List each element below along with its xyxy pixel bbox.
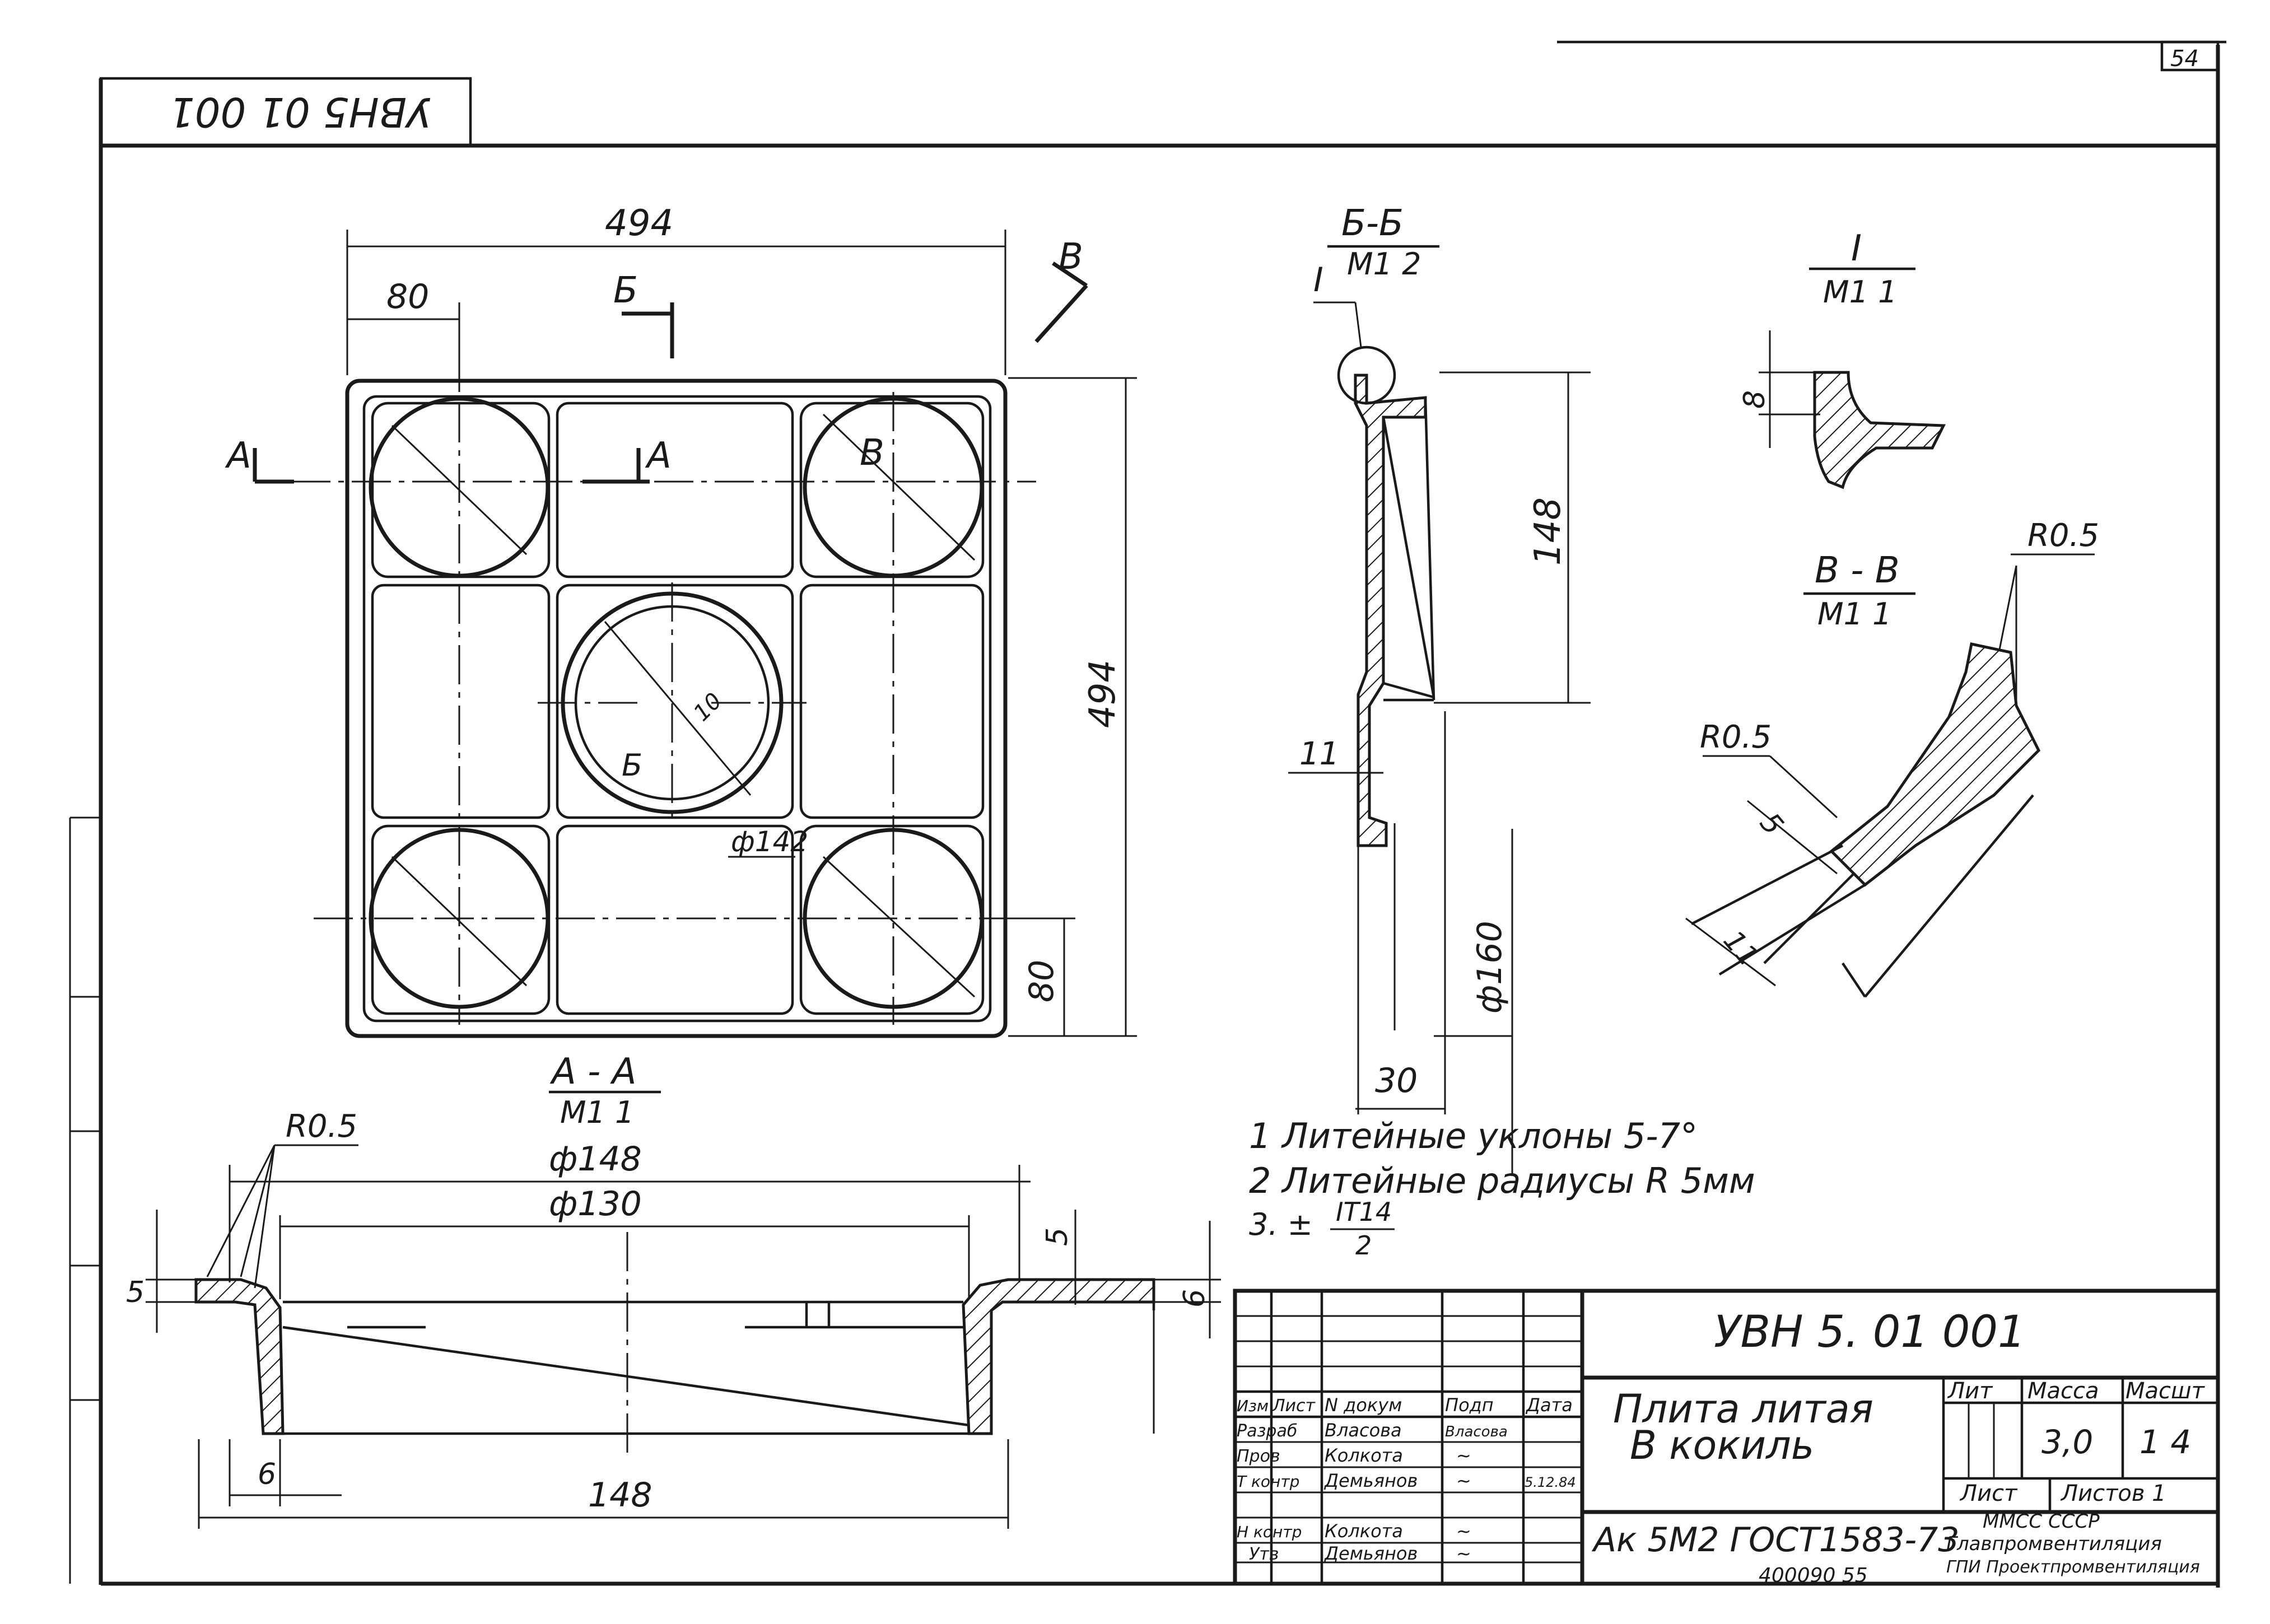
plan-corner-offset: 80 <box>386 277 429 316</box>
detail-i-title: I <box>1851 228 1862 269</box>
col-mass: Масса <box>2027 1378 2099 1404</box>
role-norm-control: Н контр <box>1237 1523 1302 1541</box>
section-vv-radius-top: R0.5 <box>2027 517 2099 554</box>
note-3-denominator: 2 <box>1355 1230 1372 1261</box>
role-approver: Утв <box>1249 1544 1279 1564</box>
section-bb-width: 30 <box>1375 1061 1418 1100</box>
plan-diameter: ф142 <box>731 825 808 858</box>
section-vv-dim-11: 11 <box>1717 924 1765 972</box>
section-vv-title: В - В <box>1815 550 1900 591</box>
role-checker: Пров <box>1237 1446 1280 1466</box>
archive-number: 400090 55 <box>1759 1564 1868 1587</box>
section-vv <box>1685 553 2095 998</box>
sheets-label: Листов 1 <box>2060 1481 2166 1506</box>
org-line-1: ММСС СССР <box>1983 1510 2100 1533</box>
section-bb-title: Б-Б <box>1341 203 1404 244</box>
stamp-code: УВН5 01 001 <box>169 88 431 136</box>
org-line-2: Главпромвентиляция <box>1946 1533 2162 1555</box>
section-aa-width: 148 <box>588 1476 652 1515</box>
header-doc: N докум <box>1325 1394 1402 1416</box>
section-bb-height: 148 <box>1527 497 1569 566</box>
material: Ак 5М2 ГОСТ1583-73 <box>1591 1520 1959 1560</box>
section-aa <box>146 1090 1221 1529</box>
designation: УВН 5. 01 001 <box>1714 1307 2026 1357</box>
section-aa-title: А - А <box>549 1051 636 1093</box>
section-bb-scale: М1 2 <box>1347 246 1421 282</box>
section-bb-callout: I <box>1313 260 1323 300</box>
sign-norm-control: ~ <box>1456 1520 1471 1542</box>
note-2: 2 Литейные радиусы R 5мм <box>1249 1160 1755 1201</box>
cut-v: В <box>1059 236 1083 278</box>
title-block <box>1233 1289 2220 1586</box>
role-developer: Разраб <box>1237 1421 1297 1441</box>
section-bb-flange: 11 <box>1299 736 1339 772</box>
section-aa-inner-dia: ф130 <box>549 1184 642 1224</box>
section-aa-dim-bottom: 6 <box>258 1458 276 1491</box>
section-bb-diameter: ф160 <box>1470 921 1509 1014</box>
section-vv-dim-5: 5 <box>1754 806 1790 841</box>
section-vv-scale: М1 1 <box>1817 596 1891 632</box>
sign-approver: ~ <box>1456 1543 1471 1564</box>
plan-width: 494 <box>605 203 673 244</box>
sign-tech-control: ~ <box>1456 1470 1471 1491</box>
plan-side-offset: 80 <box>1022 960 1061 1002</box>
header-sign: Подп <box>1445 1394 1494 1416</box>
sign-developer: Власова <box>1445 1424 1508 1440</box>
col-scale: Масшт <box>2125 1378 2206 1404</box>
sheet-label: Лист <box>1959 1481 2018 1506</box>
stamp-box: УВН5 01 001 <box>99 77 472 147</box>
org-line-3: ГПИ Проектпромвентиляция <box>1946 1557 2200 1577</box>
detail-i-scale: М1 1 <box>1823 274 1897 310</box>
name-checker: Колкотa <box>1325 1445 1403 1466</box>
name-tech-control: Демьянов <box>1323 1470 1418 1491</box>
plan-view <box>253 262 1088 1038</box>
section-aa-radius: R0.5 <box>286 1108 357 1145</box>
section-aa-dim-right-top: 5 <box>1041 1228 1074 1246</box>
note-1: 1 Литейные уклоны 5-7° <box>1249 1116 1698 1156</box>
plan-dimensions <box>346 230 1137 1037</box>
part-name-line-2: В кокиль <box>1630 1422 1814 1468</box>
detail-i <box>1759 267 1946 489</box>
header-list: Лист <box>1272 1396 1316 1416</box>
detail-i-dim: 8 <box>1738 390 1772 409</box>
cut-b-top: Б <box>613 270 638 311</box>
section-bb <box>1288 245 1591 1176</box>
sheet-number: 54 <box>2170 46 2199 72</box>
date-tech-control: 5.12.84 <box>1525 1474 1576 1490</box>
note-3-prefix: 3. ± <box>1249 1207 1313 1242</box>
section-aa-dim-right: 6 <box>1178 1289 1211 1308</box>
cut-a-left: А <box>225 435 251 477</box>
notes: 1 Литейные уклоны 5-7° 2 Литейные радиус… <box>1249 1116 1755 1261</box>
name-developer: Власова <box>1325 1420 1402 1441</box>
role-tech-control: Т контр <box>1237 1472 1299 1491</box>
section-aa-scale: М1 1 <box>560 1095 634 1130</box>
plan-height: 494 <box>1082 660 1124 728</box>
cut-b-bottom: Б <box>622 748 642 783</box>
part-name-line-1: Плита литая <box>1613 1386 1873 1432</box>
cut-v-inner: В <box>860 432 884 474</box>
note-3-numerator: IT14 <box>1336 1197 1392 1227</box>
header-date: Дата <box>1525 1394 1573 1416</box>
section-vv-radius-left: R0.5 <box>1700 719 1772 755</box>
col-lit: Лит <box>1947 1378 1993 1404</box>
header-izm: Изм <box>1237 1397 1269 1415</box>
section-aa-outer-dia: ф148 <box>549 1140 642 1179</box>
name-approver: Демьянов <box>1323 1543 1418 1564</box>
section-aa-dim-left: 5 <box>126 1276 145 1309</box>
sign-checker: ~ <box>1456 1445 1471 1466</box>
plan-radius-small: 10 <box>689 688 728 727</box>
cut-a-right: А <box>645 435 672 477</box>
scale-value: 1 4 <box>2140 1423 2191 1461</box>
mass-value: 3,0 <box>2041 1423 2093 1461</box>
name-norm-control: Колкотa <box>1325 1520 1403 1542</box>
